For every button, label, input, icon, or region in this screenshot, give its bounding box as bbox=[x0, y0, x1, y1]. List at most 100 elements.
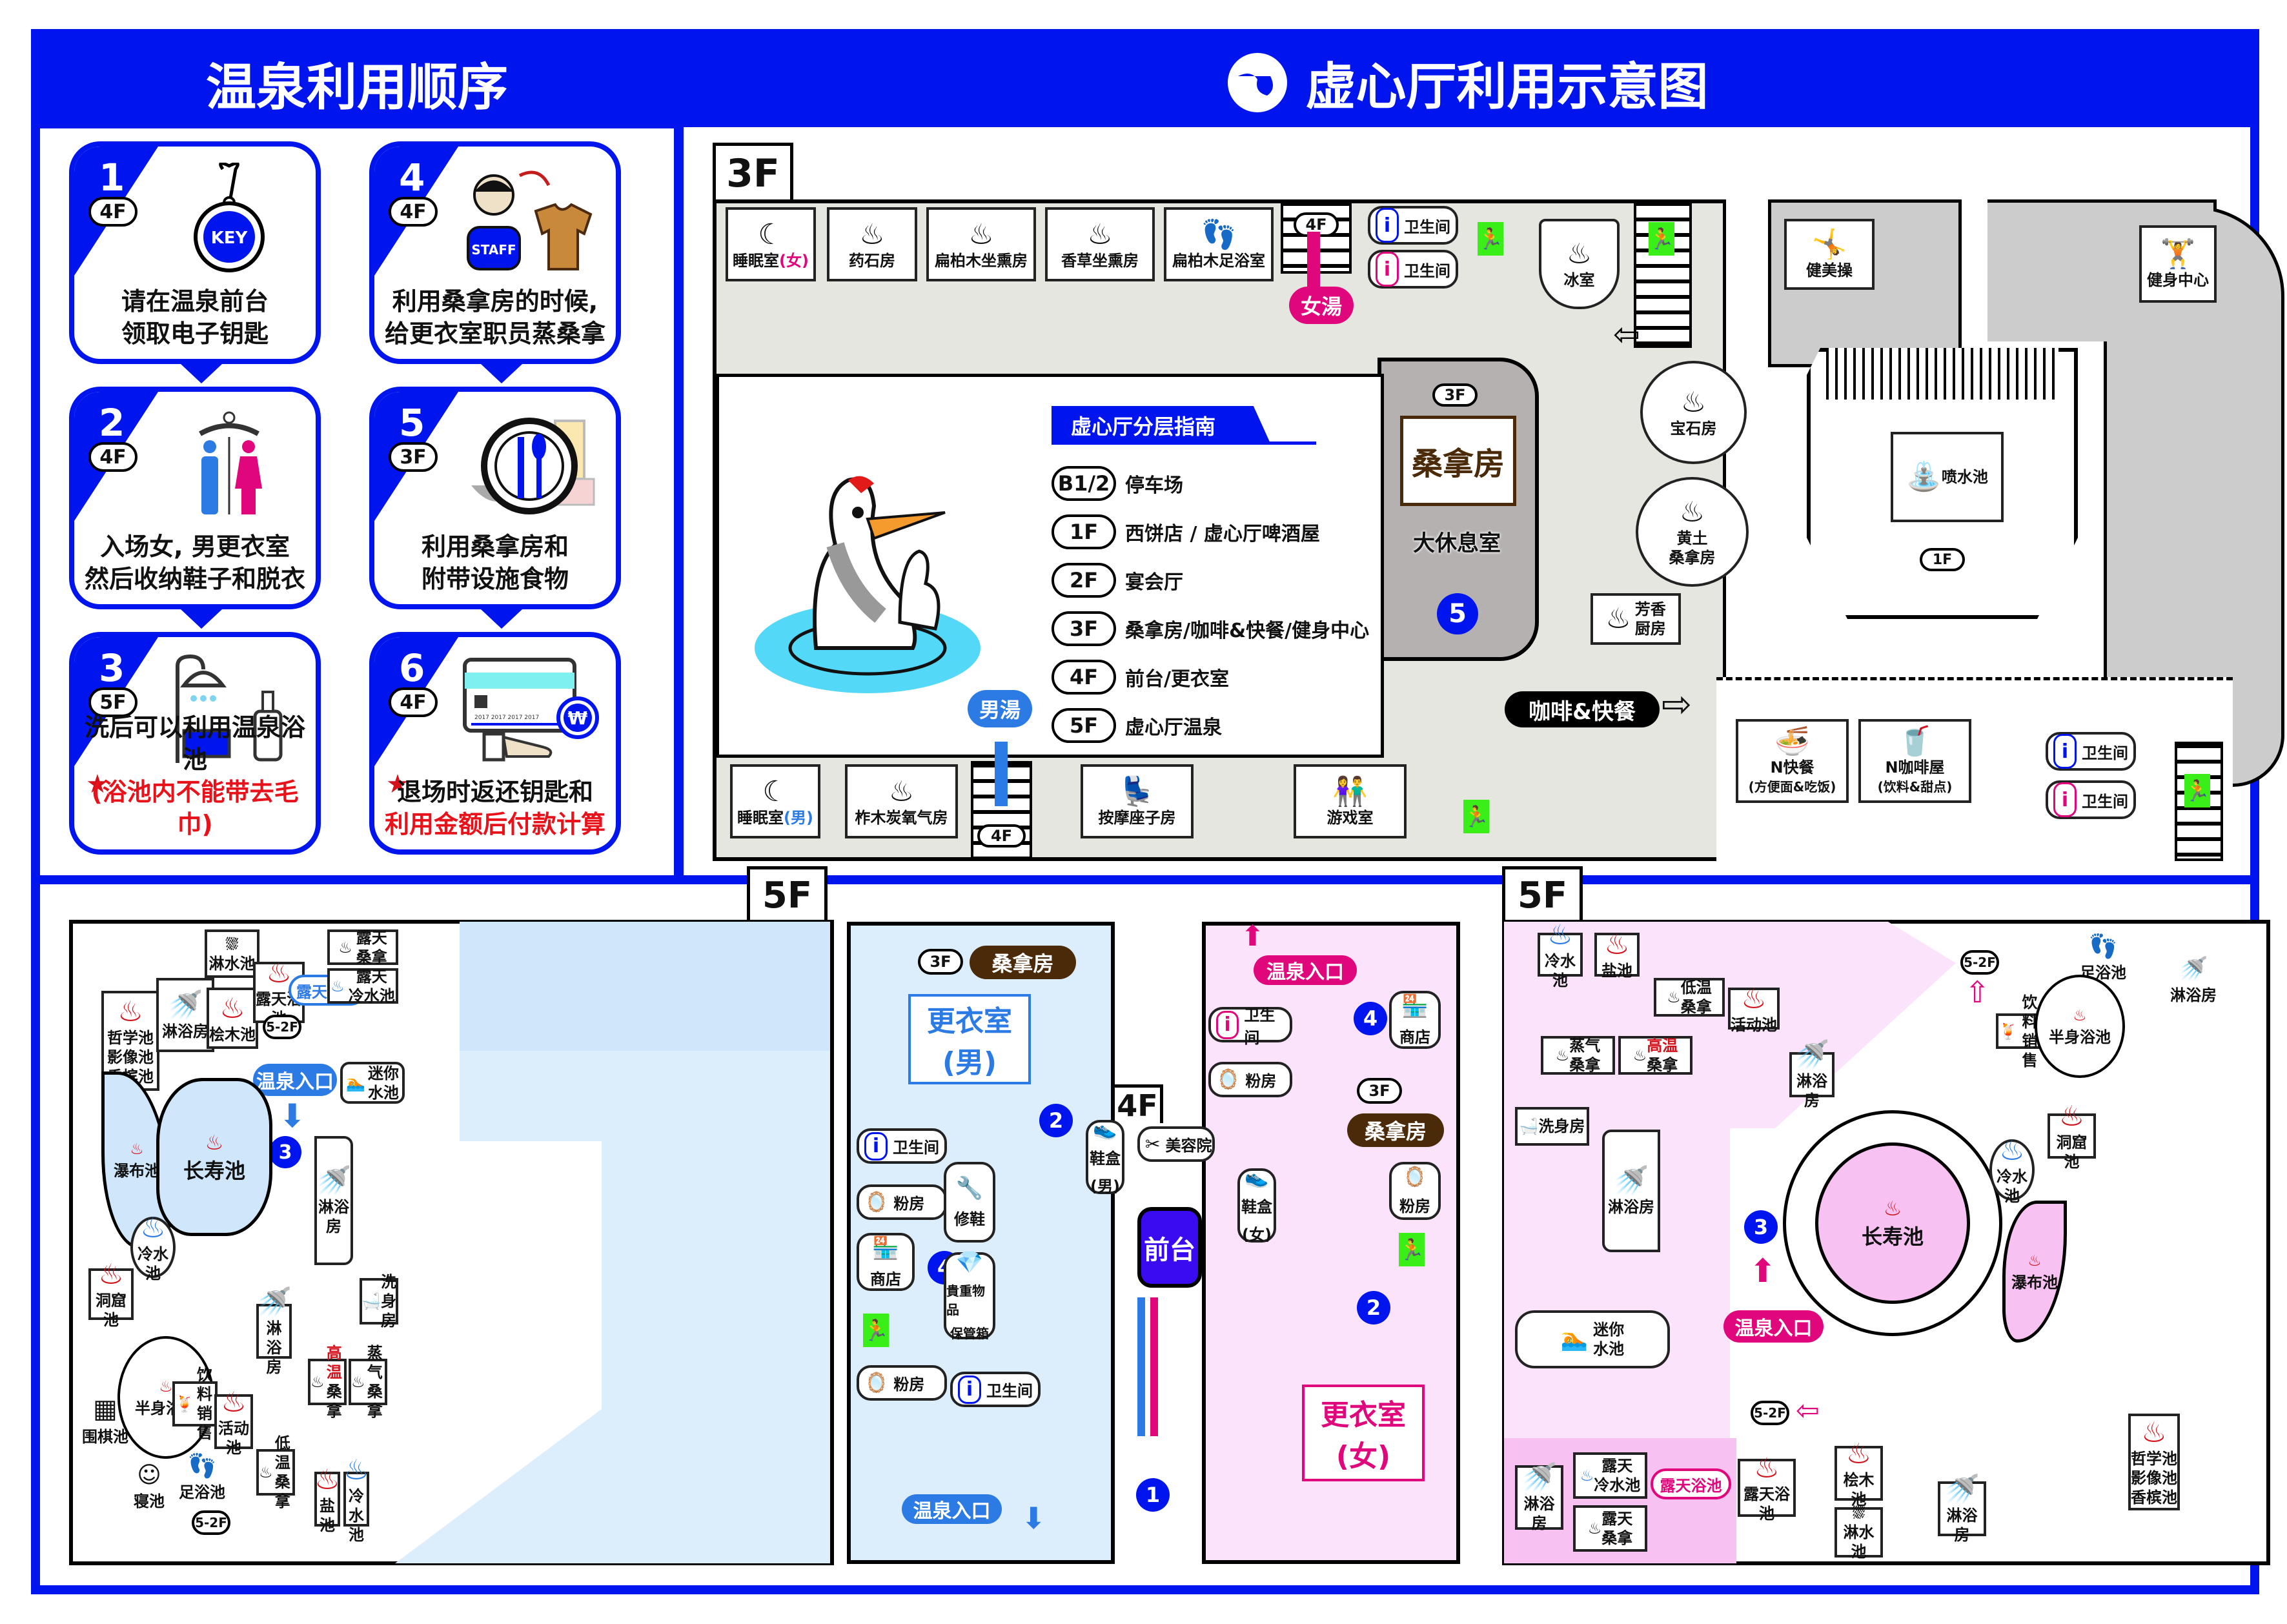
sauna-tag[interactable]: 桑拿房 bbox=[970, 946, 1076, 979]
n-cafe[interactable]: 🥤N咖啡屋(饮料&甜点) bbox=[1858, 719, 1971, 803]
open-air-cold-pool[interactable]: ♨露天冷水池 bbox=[327, 968, 398, 1005]
cold-pool[interactable]: ♨冷水池 bbox=[1538, 919, 1583, 990]
low-temp-sauna[interactable]: ♨低温桑拿 bbox=[1654, 978, 1725, 1017]
massage-chair-room[interactable]: 💺按摩座子房 bbox=[1081, 764, 1194, 838]
front-desk[interactable]: 前台 bbox=[1137, 1207, 1202, 1288]
wash-room[interactable]: 🛁洗身房 bbox=[1515, 1107, 1589, 1146]
sauna-person-icon: ♨ bbox=[351, 1373, 365, 1391]
philosophy-pools[interactable]: ♨哲学池影像池香槟池 bbox=[2128, 1414, 2180, 1510]
cold-shower-pool[interactable]: ⛆淋水池 bbox=[1835, 1504, 1883, 1561]
open-air-bath-tag: 露天浴池 bbox=[1651, 1468, 1731, 1499]
shower-room[interactable]: 🚿淋浴房 bbox=[256, 1285, 292, 1376]
gem-room[interactable]: ♨宝石房 bbox=[1640, 361, 1747, 464]
sauna-person-icon: ♨ bbox=[259, 1463, 273, 1481]
valuables-locker[interactable]: 💎貴重物品保管箱 bbox=[944, 1250, 995, 1341]
shop[interactable]: 🏪商店 bbox=[857, 1233, 915, 1291]
shower-room[interactable]: 🚿淋浴房 bbox=[1602, 1130, 1660, 1252]
ice-room[interactable]: ♨冰室 bbox=[1539, 219, 1620, 309]
floor-badge: 4F bbox=[88, 197, 137, 227]
salt-pool[interactable]: ♨盐池 bbox=[1594, 929, 1640, 980]
men-bath-tag: 男湯 bbox=[968, 690, 1032, 727]
open-air-sauna[interactable]: ♨露天桑拿 bbox=[1573, 1505, 1647, 1552]
low-temp-sauna[interactable]: ♨低温桑拿 bbox=[256, 1434, 295, 1510]
aroma-kitchen[interactable]: ♨芳香厨房 bbox=[1591, 593, 1681, 645]
mini-pool[interactable]: 🏊迷你水池 bbox=[340, 1062, 405, 1104]
vanity-mirror-icon: 🪞 bbox=[1216, 1068, 1241, 1091]
step-card-4: 4 4F STAFF 利用桑拿房的时候,给更衣室职员蒸桑拿 bbox=[369, 141, 621, 364]
shower-icon: 🚿 bbox=[1944, 1472, 1980, 1506]
cypress-steam-room[interactable]: ♨扁柏木坐熏房 bbox=[926, 207, 1036, 281]
shoe-box-men[interactable]: 👟鞋盒(男) bbox=[1086, 1118, 1124, 1195]
activity-pool[interactable]: ♨活动池 bbox=[214, 1386, 253, 1457]
game-room[interactable]: 👫游戏室 bbox=[1294, 764, 1407, 838]
sauna-room-label[interactable]: 桑拿房 bbox=[1400, 416, 1516, 506]
vanity-mirror-icon: 🪞 bbox=[1403, 1166, 1427, 1188]
n-snack-bar[interactable]: 🍜N快餐(方便面&吃饭) bbox=[1736, 719, 1849, 803]
right-up-arrow-icon bbox=[1150, 1297, 1158, 1436]
cold-pool[interactable]: ♨冷水池 bbox=[343, 1453, 369, 1544]
sleep-room-female[interactable]: ☾睡眠室(女) bbox=[726, 207, 816, 281]
step-card-2: 2 4F 入场女, 男更衣室然后收纳鞋子和脱衣 bbox=[69, 387, 321, 609]
beauty-salon[interactable]: ✂美容院 bbox=[1137, 1126, 1215, 1162]
shower-room[interactable]: 🚿淋浴房 bbox=[1789, 1039, 1835, 1110]
high-temp-sauna[interactable]: ♨高温桑拿 bbox=[308, 1344, 347, 1420]
activity-pool[interactable]: ♨活动池 bbox=[1728, 982, 1780, 1034]
half-body-pool[interactable]: ♨半身浴池 bbox=[2035, 975, 2125, 1078]
shower-room[interactable]: 🚿淋浴房 bbox=[1938, 1473, 1986, 1544]
herb-steam-room[interactable]: ♨香草坐熏房 bbox=[1045, 207, 1155, 281]
loess-sauna-room[interactable]: ♨黄土桑拿房 bbox=[1636, 477, 1749, 587]
steam-sauna[interactable]: ♨蒸气桑拿 bbox=[349, 1344, 387, 1420]
longevity-pool[interactable]: ♨长寿池 bbox=[1815, 1142, 1970, 1304]
shoe-repair[interactable]: 🔧修鞋 bbox=[944, 1162, 995, 1243]
medicinal-stone-room[interactable]: ♨药石房 bbox=[827, 207, 917, 281]
fitness-center[interactable]: 🏋健身中心 bbox=[2139, 225, 2217, 303]
shop[interactable]: 🏪商店 bbox=[1389, 991, 1441, 1049]
sleep-pool[interactable]: ☺寝池 bbox=[134, 1462, 165, 1510]
drink-sales[interactable]: 🍹饮料销售 bbox=[172, 1366, 218, 1442]
shower-room[interactable]: 🚿淋浴房 bbox=[2170, 956, 2217, 1004]
shoe-box-women[interactable]: 👟鞋盒(女) bbox=[1237, 1166, 1276, 1244]
cafe-snack-tag[interactable]: 咖啡&快餐 bbox=[1505, 691, 1660, 727]
go-pool[interactable]: ▦围棋池 bbox=[82, 1394, 128, 1446]
steam-sauna[interactable]: ♨蒸气桑拿 bbox=[1541, 1036, 1615, 1075]
floor-badge: 4F bbox=[389, 197, 438, 227]
open-air-cold-pool[interactable]: ♨露天冷水池 bbox=[1573, 1452, 1647, 1499]
cypress-pool[interactable]: ♨桧木池 bbox=[207, 988, 258, 1049]
shower-room[interactable]: 🚿淋浴房 bbox=[1515, 1462, 1563, 1532]
cold-pool[interactable]: ♨冷水池 bbox=[130, 1212, 176, 1283]
powder-room[interactable]: 🪞粉房 bbox=[857, 1365, 947, 1401]
cold-shower-pool[interactable]: ⛆淋水池 bbox=[205, 929, 259, 978]
longevity-pool[interactable]: ♨长寿池 bbox=[156, 1078, 272, 1236]
cypress-foot-bath[interactable]: 👣扁柏木足浴室 bbox=[1164, 207, 1274, 281]
open-air-sauna[interactable]: ♨露天桑拿 bbox=[327, 929, 398, 966]
oak-charcoal-oxygen-room[interactable]: ♨柞木炭氧气房 bbox=[845, 764, 958, 838]
shower-room[interactable]: 🚿淋浴房 bbox=[314, 1136, 353, 1265]
powder-room[interactable]: 🪞粉房 bbox=[1208, 1062, 1292, 1097]
mini-pool[interactable]: 🏊迷你水池 bbox=[1515, 1310, 1670, 1368]
high-temp-sauna[interactable]: ♨高温桑拿 bbox=[1618, 1036, 1692, 1075]
drink-sales[interactable]: 🍹饮料销售 bbox=[1996, 993, 2044, 1070]
sauna-tag[interactable]: 桑拿房 bbox=[1347, 1113, 1444, 1147]
aerobics-room[interactable]: 🤸健美操 bbox=[1784, 219, 1875, 290]
powder-room[interactable]: 🪞粉房 bbox=[1389, 1162, 1441, 1220]
powder-room[interactable]: 🪞粉房 bbox=[857, 1184, 947, 1220]
cold-pool[interactable]: ♨冷水池 bbox=[1989, 1134, 2035, 1205]
salt-pool[interactable]: ♨盐池 bbox=[314, 1463, 340, 1534]
foot-bath[interactable]: 👣足浴池 bbox=[179, 1453, 225, 1501]
open-air-bath[interactable]: ♨露天浴池 bbox=[1738, 1452, 1796, 1523]
cypress-pool[interactable]: ♨桧木池 bbox=[1835, 1437, 1883, 1508]
wash-room[interactable]: 🛁洗身房 bbox=[360, 1273, 398, 1330]
hot-spring-icon: ♨ bbox=[221, 1385, 247, 1419]
sleep-room-male[interactable]: ☾睡眠室(男) bbox=[730, 764, 820, 838]
female-icon: i bbox=[1376, 252, 1399, 287]
shower-room[interactable]: 🚿淋浴房 bbox=[156, 978, 214, 1052]
cave-pool[interactable]: ♨洞窟池 bbox=[88, 1259, 134, 1329]
cave-pool[interactable]: ♨洞窟池 bbox=[2048, 1101, 2096, 1171]
